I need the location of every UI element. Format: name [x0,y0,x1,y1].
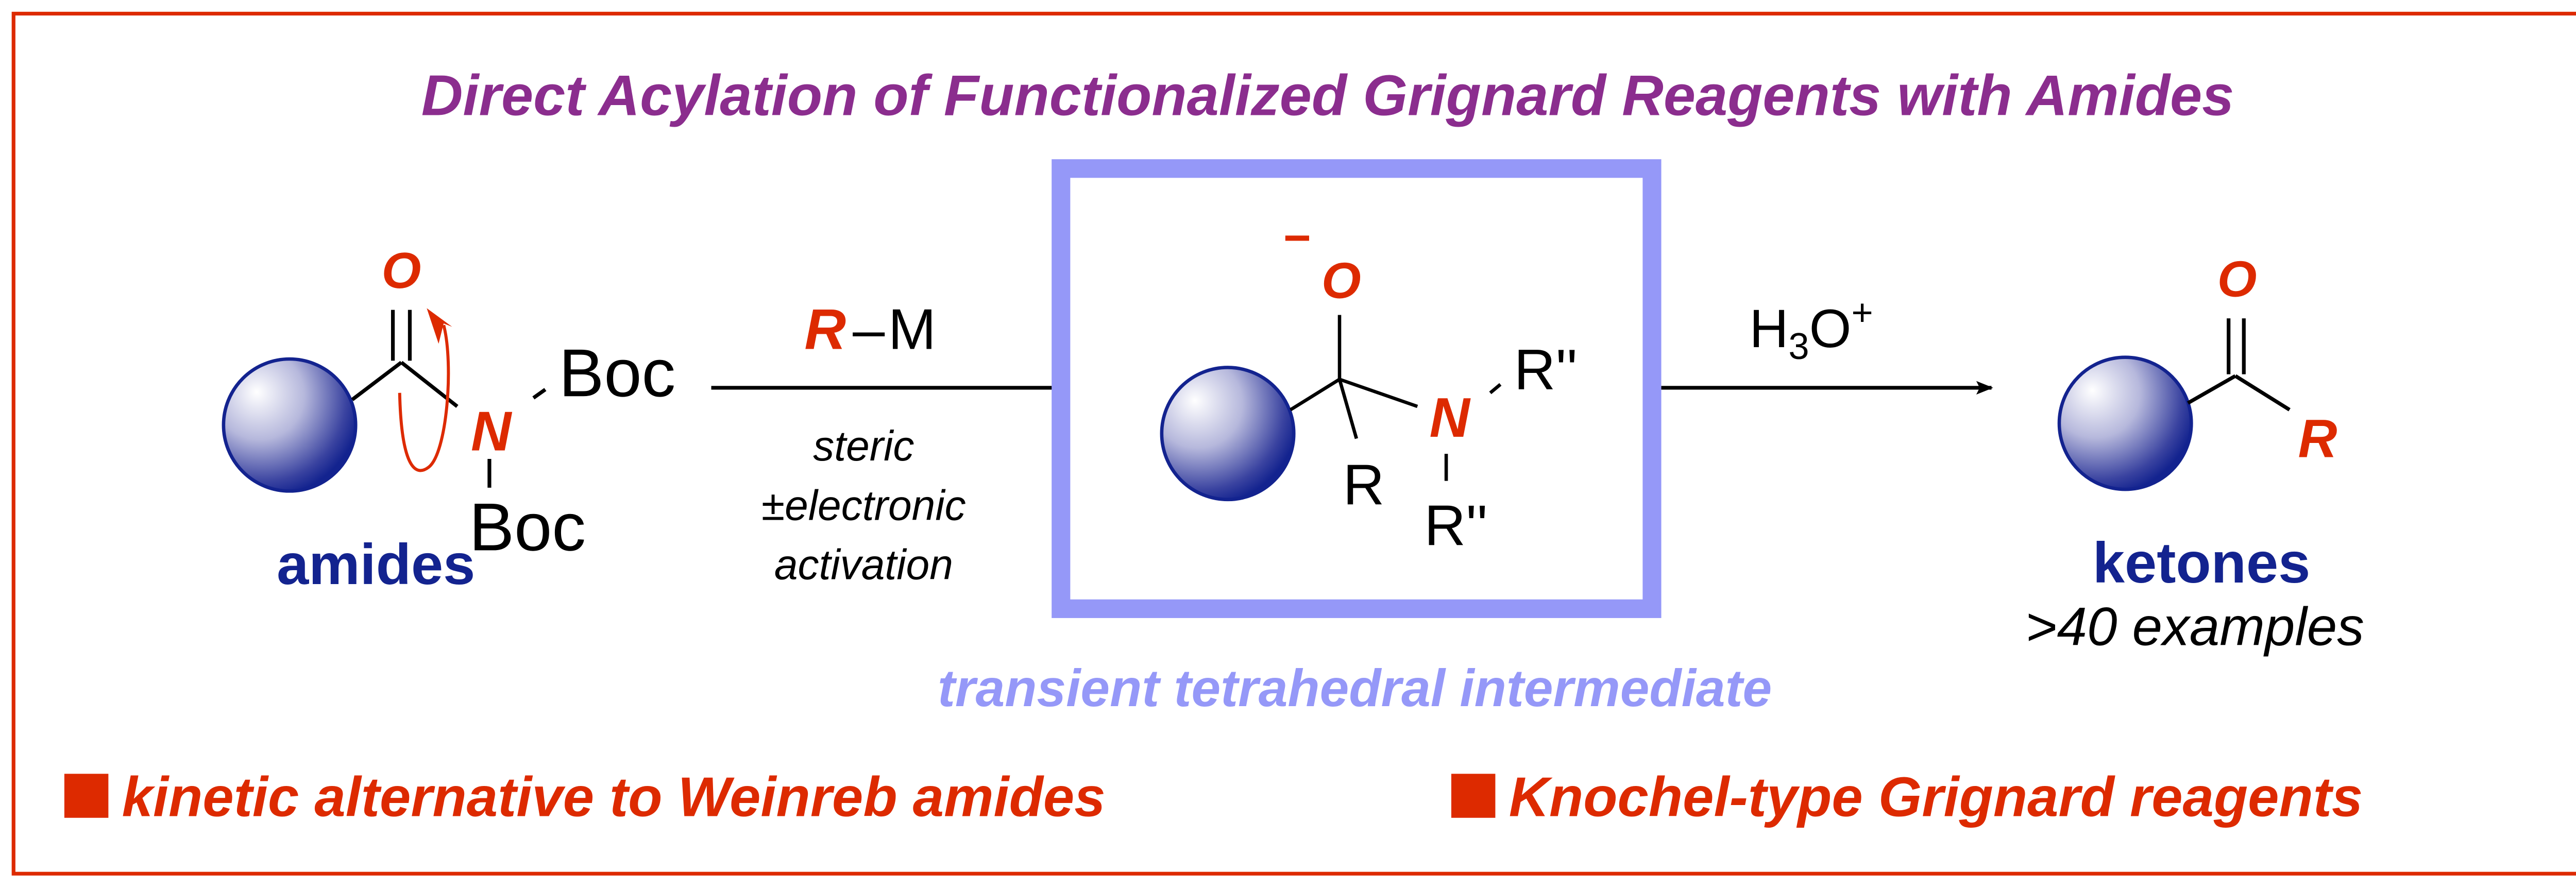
n-substituent-top: R'' [1514,337,1578,402]
ketones-label: ketones [2093,531,2310,595]
product-r: R [2298,409,2337,469]
n-substituent-bottom: R'' [1424,493,1487,558]
ketone-structure: O R [2057,250,2337,491]
intermediate-r: R [1343,453,1385,517]
intermediate-sphere-icon [1160,366,1296,502]
intermediate-label: transient tetrahedral intermediate [938,659,1772,717]
intermediate-box [1052,159,1662,618]
intermediate-structure: − O R N R'' R'' [1160,211,1578,558]
highlight-1: kinetic alternative to Weinreb amides [122,765,1106,828]
bullet-square-icon [64,774,109,818]
intermediate-nitrogen: N [1429,386,1471,449]
product-sphere-icon [2057,355,2193,491]
bullet-square-icon [1451,774,1496,818]
substrate-sphere-icon [222,357,358,493]
grignard-reagent: R–M [804,297,936,361]
intermediate-charge: − [1283,211,1311,264]
title: Direct Acylation of Functionalized Grign… [421,63,2234,128]
resonance-arrow-icon [398,324,450,472]
boc-group-bottom: Boc [469,489,586,565]
condition-line-2: ±electronic [761,482,966,529]
amide-oxygen: O [382,242,421,299]
product-oxygen: O [2217,250,2257,307]
reagent-m: M [888,297,936,361]
condition-line-3: activation [774,541,953,588]
reagent-r: R [804,297,846,361]
highlight-2: Knochel-type Grignard reagents [1509,765,2363,828]
amides-label: amides [277,532,475,596]
amide-nitrogen: N [471,400,513,463]
outer-border [11,11,2576,876]
condition-line-1: steric [813,423,914,470]
examples-count: >40 examples [2025,597,2364,657]
workup-reagent: H3O+ [1749,292,1873,367]
boc-group-top: Boc [559,335,676,411]
intermediate-oxygen: O [1321,252,1361,309]
amide-structure: O N Boc Boc amides [222,242,676,596]
